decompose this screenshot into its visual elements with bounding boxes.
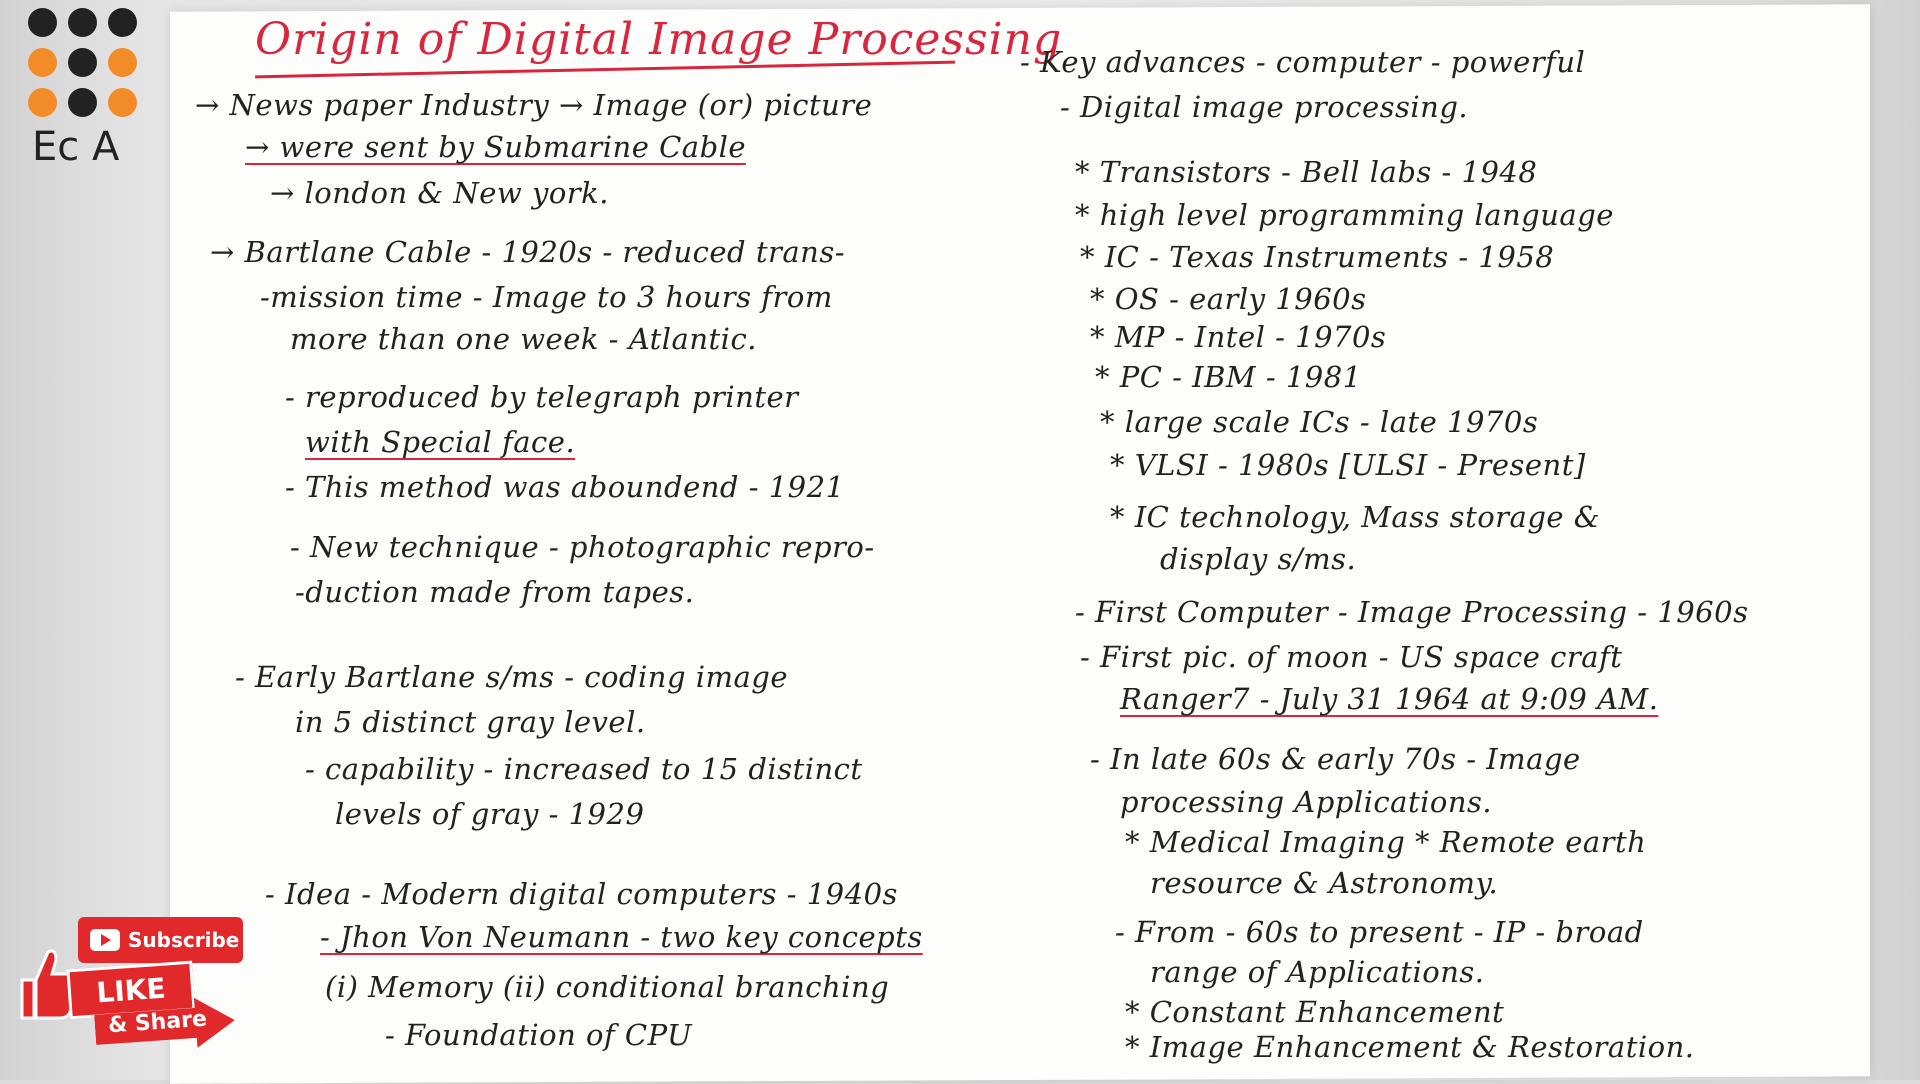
note-line: * PC - IBM - 1981 <box>1095 360 1362 394</box>
note-line: more than one week - Atlantic. <box>290 322 757 356</box>
note-line: -mission time - Image to 3 hours from <box>260 280 833 314</box>
note-line: - In late 60s & early 70s - Image <box>1090 742 1581 776</box>
note-line: Ranger7 - July 31 1964 at 9:09 AM. <box>1120 682 1659 716</box>
logo-dot <box>28 8 57 37</box>
logo-dot <box>108 88 137 117</box>
note-line: - Digital image processing. <box>1060 90 1469 124</box>
note-line: with Special face. <box>305 425 576 459</box>
logo-dot <box>68 48 97 77</box>
note-line: - Key advances - computer - powerful <box>1020 45 1586 79</box>
note-line: - capability - increased to 15 distinct <box>305 752 863 786</box>
logo-dot <box>108 8 137 37</box>
note-line: * IC technology, Mass storage & <box>1110 500 1601 534</box>
note-line: resource & Astronomy. <box>1150 866 1499 900</box>
note-line: - New technique - photographic repro- <box>290 530 875 564</box>
note-line: * high level programming language <box>1075 198 1614 232</box>
note-line: * VLSI - 1980s [ULSI - Present] <box>1110 448 1586 482</box>
subscribe-button[interactable]: Subscribe <box>78 917 243 963</box>
note-line: levels of gray - 1929 <box>335 797 645 831</box>
youtube-play-icon <box>90 929 120 951</box>
note-line: * MP - Intel - 1970s <box>1090 320 1387 354</box>
logo-dot <box>68 88 97 117</box>
note-line: - reproduced by telegraph printer <box>285 380 799 414</box>
note-line: in 5 distinct gray level. <box>295 705 646 739</box>
note-line: * large scale ICs - late 1970s <box>1100 405 1539 439</box>
note-line: (i) Memory (ii) conditional branching <box>325 970 890 1004</box>
thumbs-up-icon <box>20 949 79 1020</box>
note-line: - This method was aboundend - 1921 <box>285 470 845 504</box>
logo-dot <box>68 8 97 37</box>
note-line: * Image Enhancement & Restoration. <box>1125 1030 1695 1064</box>
note-line: → london & New york. <box>270 176 609 210</box>
note-line: - Jhon Von Neumann - two key concepts <box>320 920 923 954</box>
note-line: - From - 60s to present - IP - broad <box>1115 915 1644 949</box>
note-line: - Foundation of CPU <box>385 1018 693 1052</box>
logo-dot <box>108 48 137 77</box>
subscribe-label: Subscribe <box>128 928 240 952</box>
note-line: - Idea - Modern digital computers - 1940… <box>265 877 898 911</box>
note-line: display s/ms. <box>1160 542 1357 576</box>
note-line: * Transistors - Bell labs - 1948 <box>1075 155 1538 189</box>
note-line: * Constant Enhancement <box>1125 995 1505 1029</box>
logo-text: Ec A <box>32 124 120 170</box>
note-line: - First Computer - Image Processing - 19… <box>1075 595 1749 629</box>
channel-logo <box>28 8 148 168</box>
note-line: - Early Bartlane s/ms - coding image <box>235 660 789 694</box>
page-title: Origin of Digital Image Processing <box>255 14 1063 65</box>
note-line: -duction made from tapes. <box>295 575 695 609</box>
logo-dot <box>28 48 57 77</box>
note-line: range of Applications. <box>1150 955 1485 989</box>
note-line: * IC - Texas Instruments - 1958 <box>1080 240 1555 274</box>
note-line: → were sent by Submarine Cable <box>245 130 747 164</box>
logo-dot <box>28 88 57 117</box>
note-line: * OS - early 1960s <box>1090 282 1367 316</box>
note-line: → News paper Industry → Image (or) pictu… <box>195 88 873 122</box>
note-line: processing Applications. <box>1120 785 1493 819</box>
note-line: * Medical Imaging * Remote earth <box>1125 825 1647 859</box>
note-line: - First pic. of moon - US space craft <box>1080 640 1623 674</box>
note-line: → Bartlane Cable - 1920s - reduced trans… <box>210 235 846 269</box>
